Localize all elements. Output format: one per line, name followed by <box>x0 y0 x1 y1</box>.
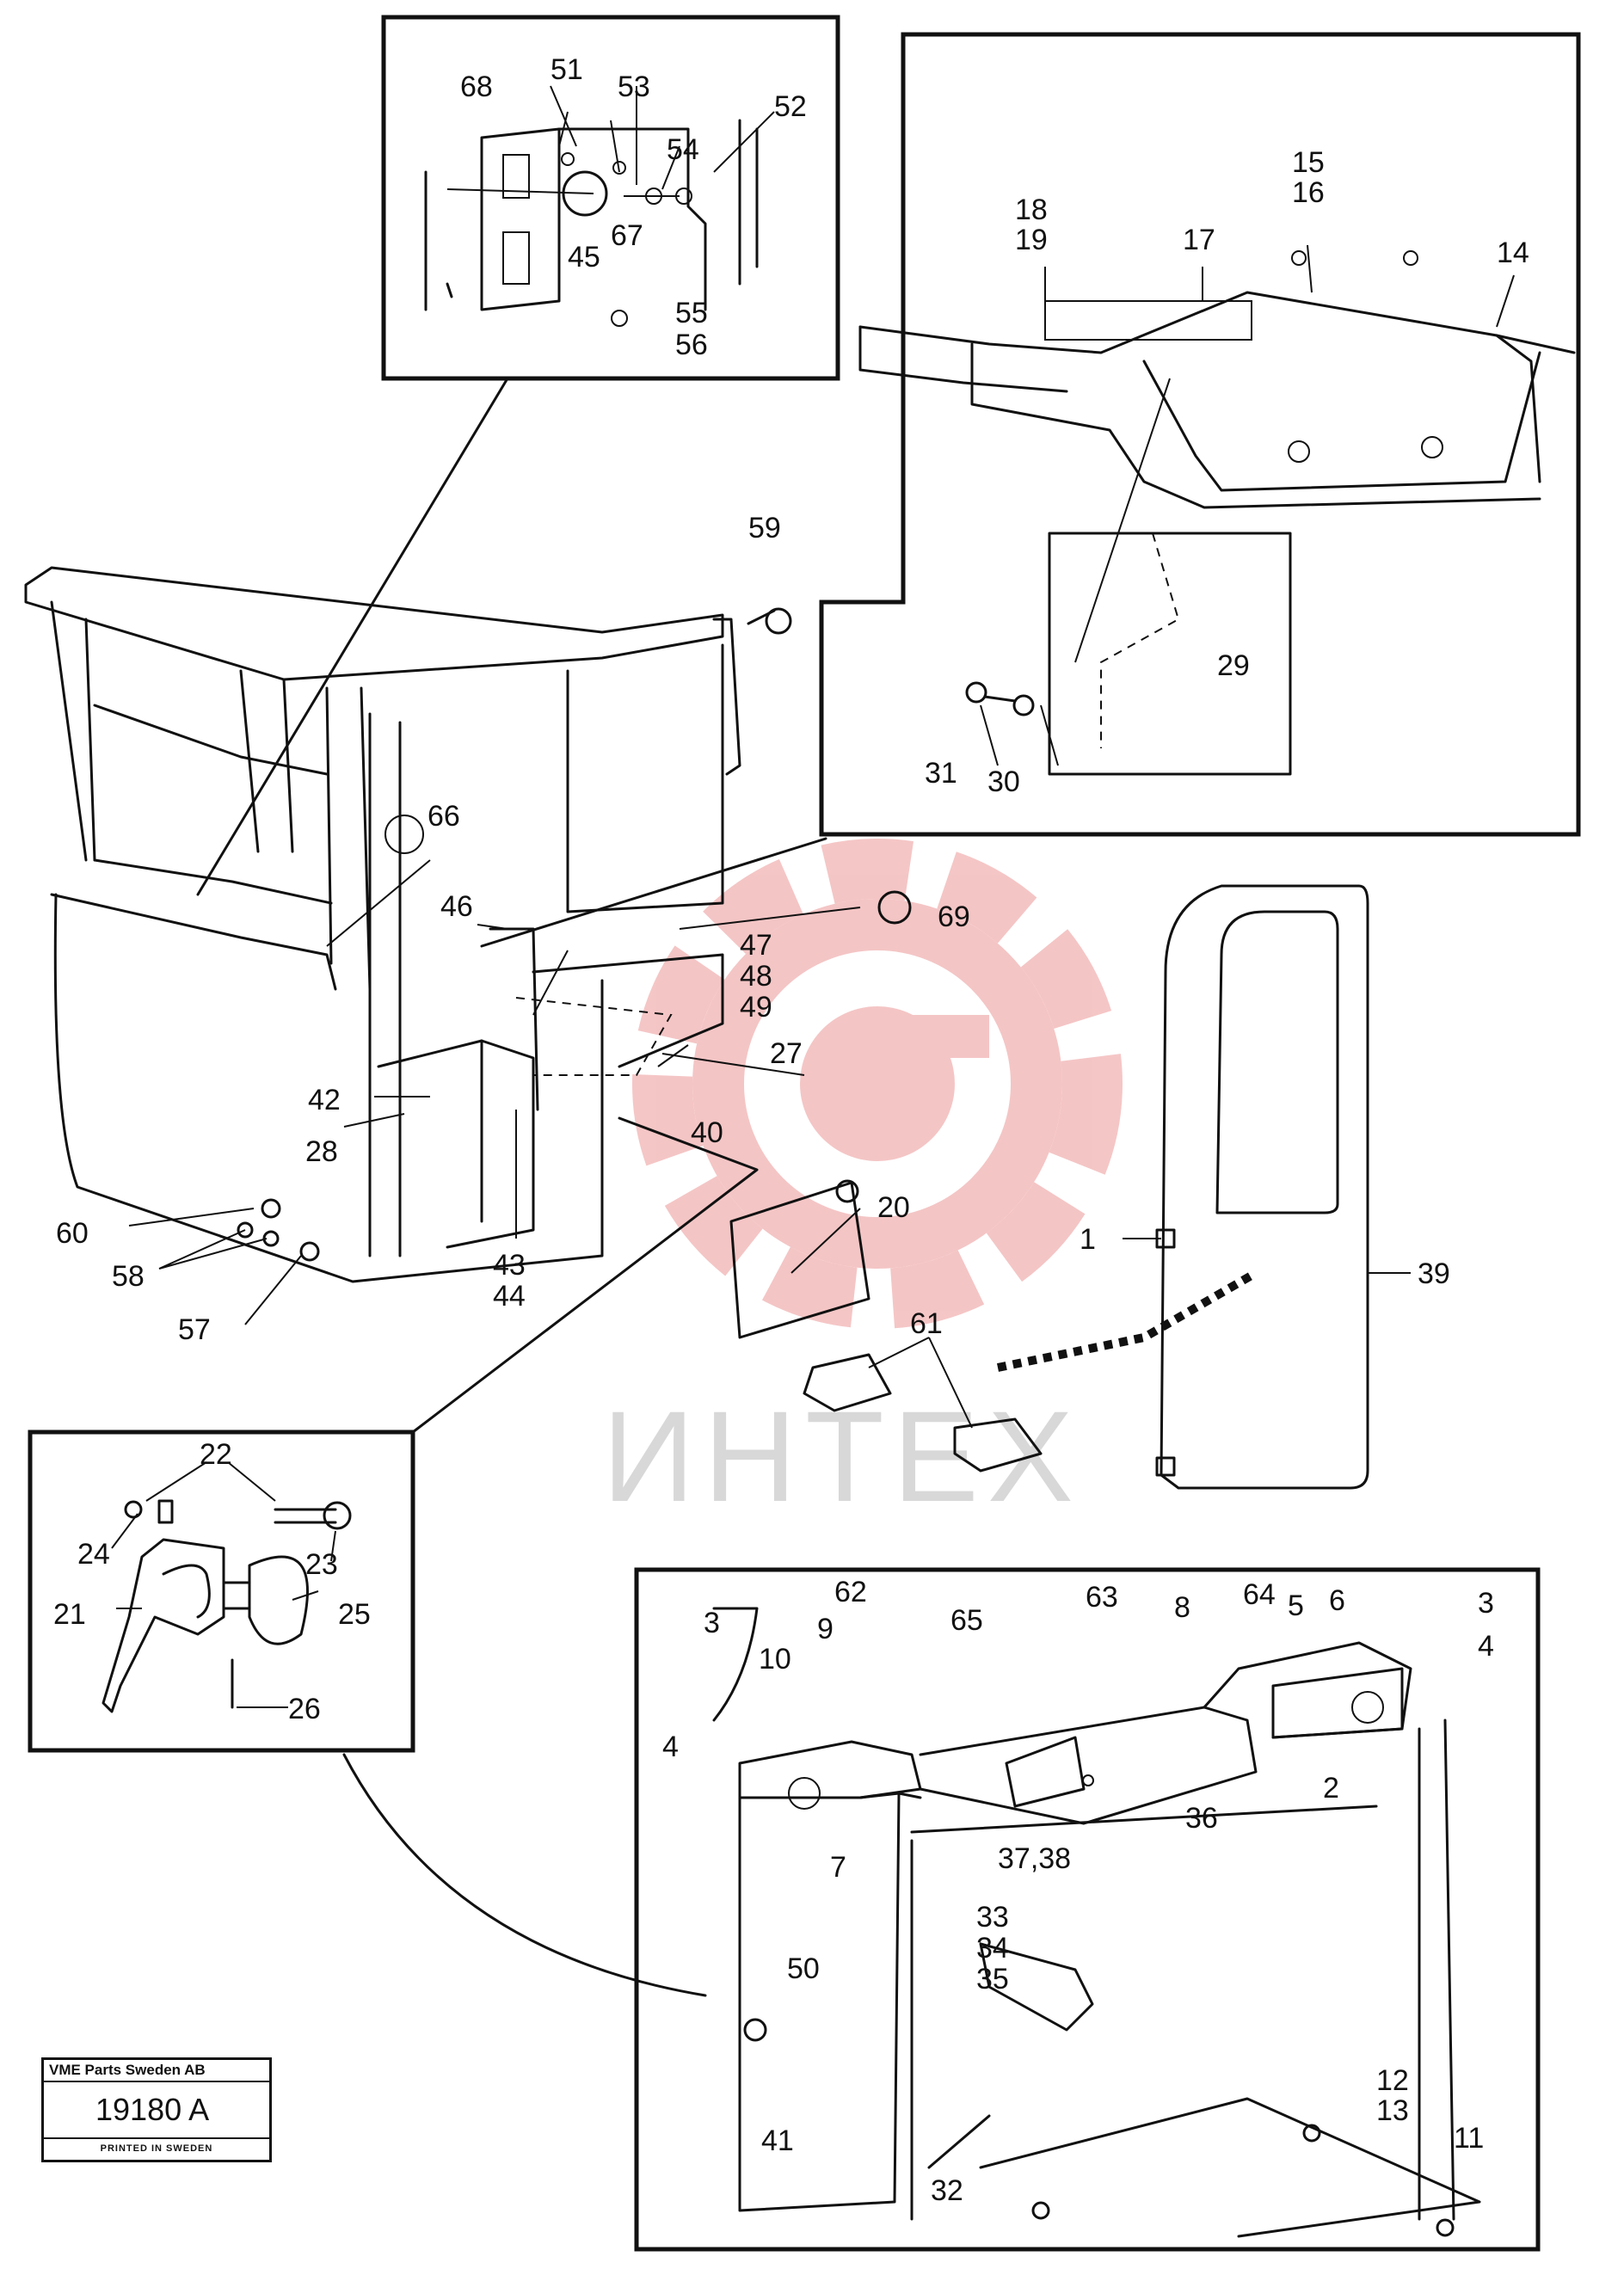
callout-57: 57 <box>178 1313 211 1346</box>
callout-54: 54 <box>667 133 699 166</box>
callout-20: 20 <box>877 1191 910 1224</box>
callout-36: 36 <box>1185 1802 1218 1835</box>
callout-5: 5 <box>1288 1589 1304 1622</box>
callout-2: 2 <box>1323 1772 1339 1805</box>
latch-parts <box>803 1353 1043 1473</box>
callout-11: 11 <box>1454 2122 1484 2155</box>
callout-17: 17 <box>1183 224 1215 256</box>
callout-55: 55 <box>675 297 708 329</box>
callout-48: 48 <box>740 960 772 993</box>
callout-40: 40 <box>691 1116 723 1149</box>
callout-47: 47 <box>740 929 772 962</box>
callout-60: 60 <box>56 1217 89 1250</box>
callout-8: 8 <box>1174 1591 1190 1624</box>
callout-50: 50 <box>787 1952 820 1985</box>
callout-39: 39 <box>1418 1257 1450 1290</box>
inset-bracket-detail <box>381 15 840 381</box>
callout-68: 68 <box>460 71 493 103</box>
callout-66: 66 <box>428 800 460 833</box>
callout-7: 7 <box>830 1851 846 1884</box>
callout-42: 42 <box>308 1084 341 1116</box>
callout-29: 29 <box>1217 649 1250 682</box>
connector-lines <box>111 85 1515 1997</box>
inset-knob-detail <box>28 1430 415 1753</box>
callout-59: 59 <box>748 512 781 544</box>
callout-21: 21 <box>53 1598 86 1631</box>
callout-9: 9 <box>817 1613 834 1645</box>
title-block: VME Parts Sweden AB 19180 A PRINTED IN S… <box>41 2057 272 2162</box>
callout-25: 25 <box>338 1598 371 1631</box>
callout-19: 19 <box>1015 224 1048 256</box>
inset-step-detail <box>819 32 1581 837</box>
callout-58: 58 <box>112 1260 145 1293</box>
callout-69: 69 <box>938 901 970 933</box>
callout-24: 24 <box>77 1538 110 1571</box>
cab-body <box>24 566 912 1339</box>
callout-12: 12 <box>1376 2064 1409 2097</box>
callout-49: 49 <box>740 991 772 1024</box>
callout-67: 67 <box>611 219 643 252</box>
inset-panel-detail <box>634 1567 1541 2252</box>
callout-45: 45 <box>568 241 600 274</box>
callout-46: 46 <box>440 890 473 923</box>
title-printed: PRINTED IN SWEDEN <box>44 2137 269 2158</box>
gear-logo <box>632 839 1123 1329</box>
watermark-text: ИНТЕХ <box>602 1384 1082 1528</box>
callout-26: 26 <box>288 1693 321 1725</box>
callout-32: 32 <box>931 2174 963 2207</box>
callout-27: 27 <box>770 1037 803 1070</box>
callout-34: 34 <box>976 1932 1009 1964</box>
callout-22: 22 <box>200 1438 232 1471</box>
door-panel <box>996 884 1369 1490</box>
callout-62: 62 <box>834 1576 867 1608</box>
callout-51: 51 <box>551 53 583 86</box>
callout-14: 14 <box>1497 237 1529 269</box>
callout-6: 6 <box>1329 1584 1345 1617</box>
callout-4-right: 4 <box>1478 1630 1494 1663</box>
title-company: VME Parts Sweden AB <box>44 2060 269 2082</box>
callout-1: 1 <box>1080 1223 1096 1256</box>
callout-23: 23 <box>305 1548 338 1581</box>
callout-10: 10 <box>759 1643 791 1676</box>
callout-33: 33 <box>976 1901 1009 1934</box>
callout-3-right: 3 <box>1478 1587 1494 1620</box>
callout-53: 53 <box>618 71 650 103</box>
callout-28: 28 <box>305 1135 338 1168</box>
callout-13: 13 <box>1376 2094 1409 2127</box>
callout-30: 30 <box>987 766 1020 798</box>
callout-37-38: 37,38 <box>998 1842 1071 1875</box>
callout-3-left: 3 <box>704 1607 720 1639</box>
callout-65: 65 <box>950 1604 983 1637</box>
callout-64: 64 <box>1243 1578 1276 1611</box>
callout-44: 44 <box>493 1280 526 1313</box>
callout-43: 43 <box>493 1249 526 1282</box>
callout-31: 31 <box>925 757 957 790</box>
callout-15: 15 <box>1292 146 1325 179</box>
callout-61: 61 <box>910 1307 943 1340</box>
callout-18: 18 <box>1015 194 1048 226</box>
callout-35: 35 <box>976 1963 1009 1995</box>
callout-labels: 68 51 53 52 54 45 67 55 56 15 16 18 19 1… <box>53 53 1529 2207</box>
callout-56: 56 <box>675 329 708 361</box>
callout-41: 41 <box>761 2124 794 2157</box>
title-drawing-number: 19180 A <box>95 2092 210 2127</box>
callout-63: 63 <box>1086 1581 1118 1614</box>
callout-4-left: 4 <box>662 1731 679 1763</box>
callout-16: 16 <box>1292 176 1325 209</box>
callout-52: 52 <box>774 90 807 123</box>
